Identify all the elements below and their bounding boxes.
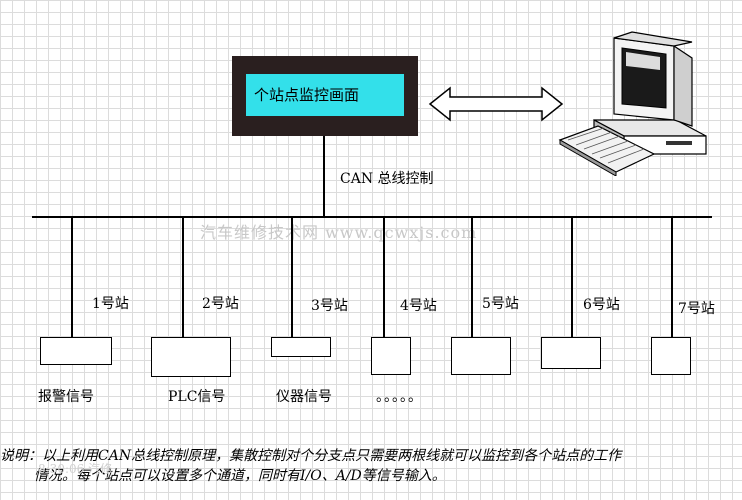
station-1-label: 1号站 (92, 296, 129, 312)
station-1-box (40, 337, 112, 365)
can-bus-label: CAN 总线控制 (340, 171, 434, 187)
monitor-bus-connector (323, 136, 325, 216)
station-4-device: 。。。。。 (376, 389, 423, 405)
station-7-line (671, 216, 673, 338)
station-5-line (471, 216, 473, 338)
station-1-line (71, 216, 73, 338)
station-2-box (151, 337, 231, 377)
station-3-line (291, 216, 293, 338)
station-4-line (383, 216, 385, 338)
explanation-note-line-1: 说明：以上利用CAN总线控制原理，集散控制对个分支点只需要两根线就可以监控到各个… (0, 448, 622, 464)
station-3-box (271, 337, 331, 357)
monitoring-screen-label: 个站点监控画面 (246, 74, 404, 116)
station-5-label: 5号站 (482, 296, 519, 312)
station-3-device: 仪器信号 (276, 389, 332, 405)
station-6-box (541, 337, 601, 369)
station-4-label: 4号站 (400, 298, 437, 314)
bidirectional-arrow (428, 86, 564, 122)
station-1-device: 报警信号 (38, 389, 94, 405)
station-7-box (651, 337, 691, 375)
corner-overlay-text: 8:30:06 汽修 (38, 462, 113, 476)
watermark: 汽车维修技术网 www.qcwxjs.com (200, 223, 478, 242)
can-bus-line (32, 216, 712, 218)
monitoring-screen-box: 个站点监控画面 (232, 56, 418, 136)
station-3-label: 3号站 (311, 298, 348, 314)
station-2-label: 2号站 (202, 296, 239, 312)
station-6-label: 6号站 (583, 297, 620, 313)
explanation-note: 说明：以上利用CAN总线控制原理，集散控制对个分支点只需要两根线就可以监控到各个… (0, 446, 742, 486)
station-6-line (571, 216, 573, 338)
station-4-box (371, 337, 411, 375)
explanation-note-line-2: 情况。每个站点可以设置多个通道，同时有I/O、A/D等信号输入。 (34, 468, 446, 484)
station-2-device: PLC信号 (168, 389, 226, 405)
station-7-label: 7号站 (678, 301, 715, 317)
computer-icon (558, 31, 707, 176)
station-5-box (451, 337, 511, 375)
station-2-line (182, 216, 184, 338)
